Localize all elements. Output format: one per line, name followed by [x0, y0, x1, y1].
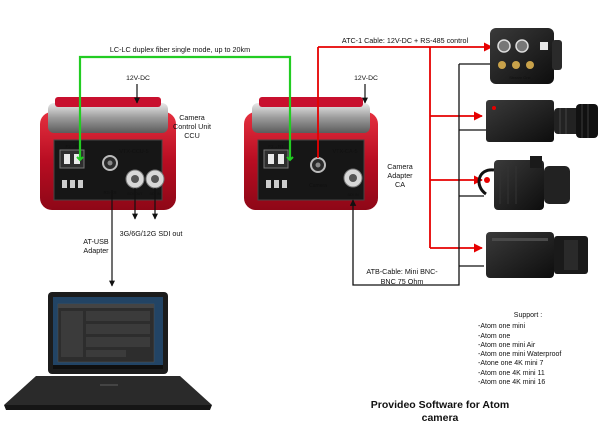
camera-atom-one-4k-mini [486, 232, 588, 278]
support-list: Support : -Atom one mini -Atom one -Atom… [478, 311, 613, 387]
ca-name-label: Camera Adapter CA [387, 162, 413, 189]
ccu-unit: VTX-CCU-5 RS-ⅹ8 F2→R SDI OUT SDI IN [40, 97, 176, 210]
svg-text:CCU: CCU [184, 131, 200, 140]
support-item: -Atom one mini Air [478, 341, 536, 349]
usb-adapter-label-2: Adapter [83, 246, 109, 255]
atc1-cable-label: ATC-1 Cable: 12V-DC + RS-485 control [342, 36, 469, 45]
ca-camera-port-label: Camera [309, 183, 327, 189]
usb-adapter-label-1: AT-USB [83, 237, 109, 246]
laptop [4, 292, 212, 410]
support-item: -Atone one 4K mini 7 [478, 360, 544, 368]
support-item: -Atom one [478, 332, 511, 340]
fiber-link [76, 55, 294, 162]
atb-cable-label-1: ATB-Cable: Mini BNC- [366, 267, 438, 276]
fiber-cable-label: LC-LC duplex fiber single mode, up to 20… [110, 45, 250, 54]
ccu-name-label: Camera Control Unit CCU [173, 113, 211, 140]
ca-fiber-port-label: F2→R1 [268, 144, 284, 149]
ccu-model-label: VTX-CCU-5 [119, 149, 148, 155]
support-item: -Atom one 4K mini 16 [478, 379, 546, 387]
software-caption-line-1: Provideo Software for Atom [370, 399, 510, 411]
ca-unit: VTX-CA-5 Camera F2→R1 SDI IN [244, 97, 378, 210]
support-title: Support : [513, 312, 543, 319]
power-label-ca: 12V-DC [354, 75, 378, 82]
ca-sdi-port-label: SDI IN [347, 193, 358, 197]
ccu-fiber-port-label: F2→R [65, 144, 79, 149]
ca-model-label: VTX-CA-5 [332, 149, 357, 155]
svg-text:Camera: Camera [179, 113, 205, 122]
camera-atom-one-mini: Stream One [490, 28, 562, 84]
power-label-ccu: 12V-DC [126, 75, 150, 82]
atb-cable-label-2: BNC 75 Ohm [381, 277, 424, 286]
camera-atom-one [486, 100, 598, 142]
support-item: -Atom one mini [478, 323, 526, 331]
svg-text:Adapter: Adapter [387, 171, 413, 180]
camera-brand-label: Stream One [509, 75, 531, 80]
software-caption-line-2: camera [421, 412, 459, 424]
atb-cable [349, 63, 492, 286]
svg-text:Camera: Camera [387, 162, 413, 171]
svg-text:CA: CA [395, 180, 405, 189]
ccu-rs-port-label: RS-ⅹ8 [104, 190, 117, 195]
svg-text:Control Unit: Control Unit [173, 122, 211, 131]
software-caption: Provideo Software for Atom camera [340, 399, 540, 425]
support-item: -Atom one mini Waterproof [478, 351, 562, 359]
atc1-cable [317, 42, 493, 253]
support-item: -Atom one 4K mini 11 [478, 369, 545, 377]
sdi-out-label: 3G/6G/12G SDI out [120, 229, 183, 238]
camera-atom-one-mini-air [477, 156, 570, 210]
